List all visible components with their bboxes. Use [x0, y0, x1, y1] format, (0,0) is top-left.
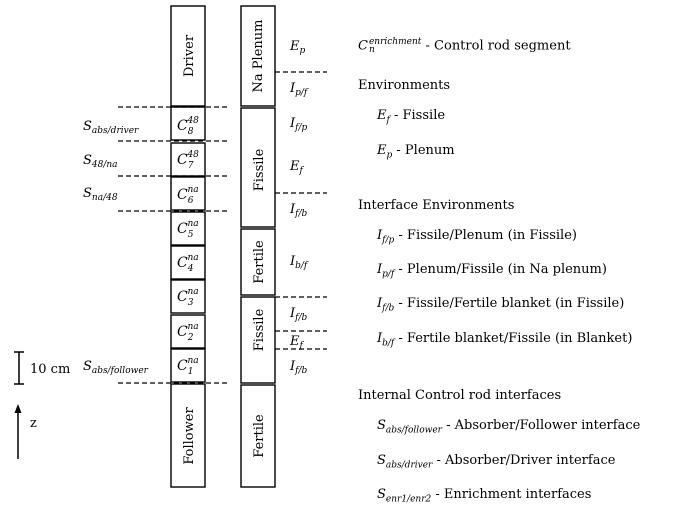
fissile-block-upper — [240, 107, 276, 228]
fuel-column — [240, 5, 276, 488]
na-plenum-label: Na Plenum — [251, 20, 266, 93]
segment-c8 — [170, 106, 206, 141]
legend-internal-title: Internal Control rod interfaces — [358, 388, 562, 403]
segment-c5 — [170, 211, 206, 246]
legend-environments-title: Environments — [358, 78, 451, 93]
legend-segment-desc: - Control rod segment — [425, 38, 571, 54]
legend-internal-enrichment: Senr1/enr2 - Enrichment interfaces — [377, 487, 592, 505]
fertile-middle-label: Fertile — [252, 240, 267, 284]
segment-c3 — [170, 279, 206, 314]
segment-label-c6: C6na — [177, 185, 199, 206]
legend-interface-pf: Ip/f - Plenum/Fissile (in Na plenum) — [377, 262, 607, 280]
fertile-bottom-label: Fertile — [252, 414, 267, 458]
legend-interface-bf: Ib/f - Fertile blanket/Fissile (in Blank… — [377, 331, 633, 349]
legend-interface-fp: If/p - Fissile/Plenum (in Fissile) — [377, 228, 577, 246]
s-abs-follower-label: Sabs/follower — [83, 359, 149, 376]
ep-label: Ep — [289, 39, 306, 56]
control-rod-column — [170, 5, 206, 488]
segment-label-c7: C748 — [177, 150, 199, 171]
fertile-block-bottom — [240, 384, 276, 488]
left-s-labels: Sabs/driver S48/na Sna/48 Sabs/follower — [83, 119, 149, 376]
ifb-label-lower: If/b — [289, 359, 308, 376]
right-env-labels: Ep Ip/f If/p Ef If/b Ib/f If/b Ef If/b — [289, 39, 309, 376]
s-na-48-label: Sna/48 — [83, 186, 118, 203]
segment-c2 — [170, 314, 206, 349]
fertile-block-middle — [240, 228, 276, 296]
scale-label: 10 cm — [30, 362, 70, 377]
ipf-label: Ip/f — [289, 81, 309, 98]
na-plenum-block — [240, 5, 276, 107]
ifb-label-middle: If/b — [289, 306, 308, 323]
segment-labels: C848 C748 C6na C5na C4na C3na C2na C1na — [177, 116, 199, 377]
legend-env-fissile: Ef - Fissile — [377, 108, 446, 126]
ifp-label: If/p — [289, 116, 308, 133]
ibf-label: Ib/f — [289, 254, 309, 271]
segment-c4 — [170, 245, 206, 280]
driver-label: Driver — [182, 34, 197, 77]
legend-interface-fb: If/b - Fissile/Fertile blanket (in Fissi… — [377, 296, 625, 314]
ifb-label-upper: If/b — [289, 202, 308, 219]
legend-internal-abs-follower: Sabs/follower - Absorber/Follower interf… — [377, 418, 641, 436]
segment-label-c3: C3na — [177, 287, 199, 308]
z-axis-arrow — [14, 404, 22, 459]
right-interface-lines — [275, 71, 327, 350]
follower-block — [170, 383, 206, 488]
s-abs-driver-label: Sabs/driver — [83, 119, 139, 136]
s-48-na-label: S48/na — [83, 153, 118, 170]
fissile-upper-label: Fissile — [252, 148, 267, 191]
legend-interface-title: Interface Environments — [358, 198, 515, 213]
legend-segment-symbol: C — [358, 38, 368, 54]
follower-label: Follower — [182, 407, 197, 465]
fissile-block-lower — [240, 296, 276, 384]
segment-c6 — [170, 176, 206, 211]
driver-block — [170, 5, 206, 107]
legend-internal-abs-driver: Sabs/driver - Absorber/Driver interface — [377, 453, 616, 471]
segment-label-c5: C5na — [177, 219, 199, 240]
left-interface-lines — [118, 106, 228, 384]
z-axis-label: z — [30, 416, 37, 431]
segment-label-c1: C1na — [177, 356, 199, 377]
scale-bar — [14, 351, 24, 385]
segment-c7 — [170, 142, 206, 177]
ef-label-lower: Ef — [289, 334, 305, 351]
segment-c1 — [170, 348, 206, 383]
segment-label-c2: C2na — [177, 322, 199, 343]
legend-env-plenum: Ep - Plenum — [377, 143, 455, 161]
segment-label-c4: C4na — [177, 253, 199, 274]
ef-label-upper: Ef — [289, 159, 305, 176]
segment-label-c8: C848 — [177, 116, 199, 137]
fissile-lower-label: Fissile — [252, 308, 267, 351]
